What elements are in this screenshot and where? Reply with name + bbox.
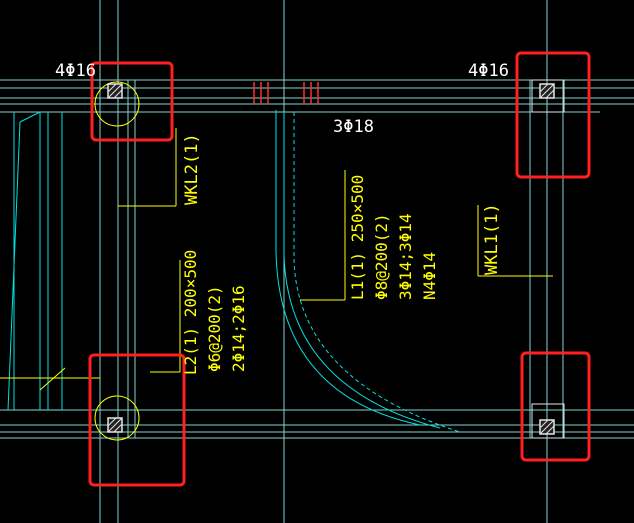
beam-label-l2-line2: Φ6@200(2) xyxy=(205,285,224,372)
beam-label-l1-line2: Φ8@200(2) xyxy=(372,213,391,300)
rebar-label-mid: 3Φ18 xyxy=(333,117,374,137)
hatched-column-icon xyxy=(107,83,123,99)
column-circle xyxy=(94,81,140,127)
hatched-column-icon xyxy=(539,419,555,435)
beam-label-l1-line3: 3Φ14;3Φ14 xyxy=(396,213,415,300)
leader-lines xyxy=(118,128,553,373)
column-top-left[interactable] xyxy=(94,81,140,127)
rebar-label-top-right: 4Φ16 xyxy=(468,61,509,81)
beam-label-l1-line1: L1(1) 250×500 xyxy=(348,175,367,300)
beam-label-l2-group: L2(1) 200×500 Φ6@200(2) 2Φ14;2Φ16 xyxy=(181,250,248,375)
curved-beam xyxy=(275,110,461,433)
rebar-ticks xyxy=(253,82,319,104)
beam-label-wkl2: WKL2(1) xyxy=(182,133,202,205)
column-bottom-left[interactable] xyxy=(94,395,140,441)
highlight-box-bottom-right xyxy=(520,351,591,462)
highlight-box-bottom-left xyxy=(88,353,186,487)
column-bottom-right[interactable] xyxy=(531,403,565,439)
beam-label-l2-line1: L2(1) 200×500 xyxy=(181,250,200,375)
hatched-column-icon xyxy=(539,83,555,99)
beam-label-l2-line3: 2Φ14;2Φ16 xyxy=(229,285,248,372)
rebar-label-top-left: 4Φ16 xyxy=(55,61,96,81)
highlight-box-top-left xyxy=(90,61,174,142)
left-detail-lines xyxy=(0,111,100,411)
beam-label-l1-group: L1(1) 250×500 Φ8@200(2) 3Φ14;3Φ14 N4Φ14 xyxy=(348,175,439,300)
beam-label-l1-line4: N4Φ14 xyxy=(420,252,439,300)
beam-label-wkl1: WKL1(1) xyxy=(482,203,502,275)
highlight-boxes xyxy=(88,51,591,487)
column-top-right[interactable] xyxy=(531,79,565,113)
hatched-column-icon xyxy=(107,417,123,433)
highlight-box-top-right xyxy=(515,51,591,179)
column-circle xyxy=(94,395,140,441)
